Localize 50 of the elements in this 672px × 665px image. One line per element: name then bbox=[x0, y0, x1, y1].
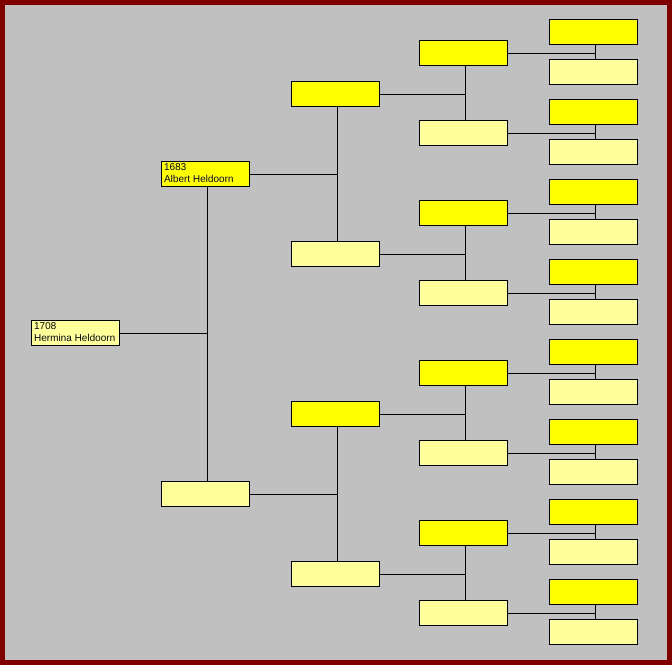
person-box bbox=[161, 481, 250, 507]
connector-line bbox=[380, 414, 466, 440]
person-box bbox=[549, 459, 638, 485]
person-box bbox=[549, 499, 638, 525]
person-box bbox=[291, 81, 380, 107]
person-box bbox=[549, 59, 638, 85]
person-year: 1708 bbox=[34, 321, 56, 333]
person-box bbox=[549, 539, 638, 565]
connector-line bbox=[508, 293, 596, 300]
connector-line bbox=[380, 574, 466, 600]
connector-line bbox=[380, 94, 466, 120]
person-name: Hermina Heldoorn bbox=[34, 333, 116, 345]
connector-line bbox=[508, 533, 596, 540]
person-box bbox=[549, 299, 638, 325]
person-box bbox=[291, 561, 380, 587]
person-box bbox=[549, 259, 638, 285]
person-name: Albert Heldoorn bbox=[164, 174, 234, 186]
connector-line bbox=[380, 254, 466, 280]
person-box bbox=[291, 241, 380, 267]
person-box bbox=[419, 520, 508, 546]
person-year: 1683 bbox=[164, 162, 186, 174]
person-box bbox=[549, 419, 638, 445]
person-box bbox=[549, 619, 638, 645]
person-box bbox=[549, 379, 638, 405]
connector-line bbox=[120, 333, 208, 482]
connector-line bbox=[250, 174, 338, 242]
person-box bbox=[549, 579, 638, 605]
person-box bbox=[419, 120, 508, 146]
person-box bbox=[161, 161, 250, 187]
person-box bbox=[549, 19, 638, 45]
person-box bbox=[549, 179, 638, 205]
person-box bbox=[419, 600, 508, 626]
person-box bbox=[419, 200, 508, 226]
person-box bbox=[549, 99, 638, 125]
person-box bbox=[549, 219, 638, 245]
person-box bbox=[291, 401, 380, 427]
person-box bbox=[419, 440, 508, 466]
connector-line bbox=[508, 453, 596, 460]
connector-line bbox=[508, 373, 596, 380]
connector-line bbox=[508, 613, 596, 620]
person-box bbox=[419, 280, 508, 306]
person-box bbox=[31, 320, 120, 346]
person-box bbox=[549, 139, 638, 165]
person-box bbox=[419, 40, 508, 66]
connector-line bbox=[508, 133, 596, 140]
connector-line bbox=[508, 213, 596, 220]
connector-line bbox=[508, 53, 596, 60]
person-box bbox=[419, 360, 508, 386]
person-box bbox=[549, 339, 638, 365]
connector-line bbox=[250, 494, 338, 562]
